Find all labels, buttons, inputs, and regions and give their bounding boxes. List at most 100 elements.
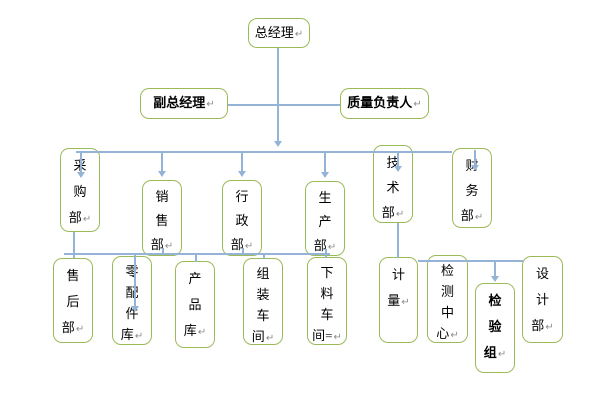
node-label: 零	[125, 264, 139, 279]
assembly-workshop-label-line: 装	[256, 284, 269, 305]
purchasing-dept-label-line: 购	[73, 179, 86, 205]
spare-parts-warehouse-label-line: 零	[125, 261, 138, 282]
connector-arrow-stem	[241, 152, 243, 172]
node-label: 政	[235, 213, 249, 228]
arrow-down-icon	[273, 141, 282, 147]
node-label: 生	[318, 190, 332, 205]
quality-leader-box[interactable]: 质量负责人↵	[340, 88, 429, 119]
paragraph-mark-icon: ↵	[197, 327, 207, 338]
node-label: 销	[155, 189, 169, 204]
paragraph-mark-icon: ↵	[206, 98, 215, 110]
node-label: 验	[488, 319, 502, 334]
connector-line	[73, 232, 75, 258]
testing-center-label-line: 测	[441, 281, 454, 302]
arrow-down-icon	[490, 276, 499, 282]
arrow-down-icon	[130, 306, 139, 312]
node-label: 计	[391, 267, 405, 282]
inspection-team-box[interactable]: 检验组↵	[475, 283, 515, 373]
sales-dept-label-line: 部↵	[151, 233, 173, 259]
design-dept-box[interactable]: 设计部↵	[522, 256, 563, 343]
cutting-workshop-label-line: 料	[320, 283, 333, 304]
product-warehouse-box[interactable]: 产品库↵	[175, 261, 215, 348]
technology-dept-label-line: 术	[386, 175, 399, 200]
finance-dept-box[interactable]: 财务部↵	[452, 148, 492, 228]
sales-dept-box[interactable]: 销售部↵	[142, 180, 182, 256]
assembly-workshop-label-line: 间↵	[252, 326, 274, 349]
metrology-room-box[interactable]: 计量↵	[379, 257, 418, 343]
node-label: 车	[256, 308, 270, 323]
technology-dept-label-line: 部↵	[382, 200, 404, 227]
after-sales-dept-box[interactable]: 售后部↵	[53, 258, 93, 343]
node-label: 部	[313, 238, 327, 253]
admin-dept-box[interactable]: 行政部↵	[222, 180, 262, 256]
node-label: 装	[256, 287, 270, 302]
connector-line	[76, 151, 452, 153]
node-label: 部	[381, 205, 395, 220]
node-label: 产	[318, 214, 332, 229]
paragraph-mark-icon: ↵	[134, 331, 144, 342]
node-label: 部	[460, 208, 474, 223]
node-label: 行	[235, 189, 249, 204]
deputy-general-manager-label-line: 副总经理↵	[153, 89, 214, 119]
admin-dept-label-line: 政	[235, 209, 248, 233]
node-label: 组	[483, 345, 497, 360]
node-label: 测	[440, 284, 454, 299]
connector-line	[162, 248, 164, 254]
general-manager-box[interactable]: 总经理↵	[248, 18, 310, 48]
node-label: 后	[66, 294, 80, 309]
assembly-workshop-box[interactable]: 组装车间↵	[243, 258, 283, 345]
connector-line	[263, 253, 265, 259]
connector-line	[325, 249, 327, 258]
paragraph-mark-icon: ↵	[294, 28, 304, 40]
node-label: 心	[436, 326, 450, 341]
arrow-down-icon	[237, 171, 246, 177]
node-label: 采	[73, 158, 86, 173]
connector-line	[64, 253, 330, 255]
paragraph-mark-icon: ↵	[413, 98, 422, 110]
node-label: 车	[320, 307, 334, 322]
node-label: 料	[320, 286, 334, 301]
testing-center-label-line: 心↵	[436, 323, 458, 346]
connector-line	[228, 104, 340, 106]
purchasing-dept-label-line: 部↵	[69, 205, 91, 233]
testing-center-box[interactable]: 检测中心↵	[427, 255, 468, 343]
inspection-team-label-line: 检	[488, 288, 501, 314]
node-label: 中	[440, 305, 454, 320]
node-label: 部	[61, 320, 75, 335]
testing-center-label-line: 中	[441, 302, 454, 323]
connector-arrow-stem	[494, 261, 496, 277]
paragraph-mark-icon: ↵	[401, 297, 410, 308]
paragraph-mark-icon: ↵	[545, 322, 554, 333]
node-label: 检	[488, 293, 502, 308]
design-dept-label-line: 设	[536, 261, 549, 287]
node-label: 品	[188, 297, 202, 312]
node-label: 总经理	[254, 24, 294, 40]
cutting-workshop-box[interactable]: 下料车间=↵	[307, 257, 347, 345]
testing-center-label-line: 检	[441, 260, 454, 281]
node-label: 下	[320, 265, 334, 280]
purchasing-dept-label-line: 采	[73, 153, 86, 179]
node-label: 库	[120, 327, 134, 342]
metrology-room-label-line: 量↵	[387, 288, 409, 316]
metrology-room-label-line: 计	[392, 262, 405, 288]
finance-dept-label-line: 务	[465, 178, 478, 203]
deputy-general-manager-box[interactable]: 副总经理↵	[140, 88, 228, 119]
paragraph-mark-icon: ↵	[164, 241, 174, 252]
connector-line	[418, 260, 523, 262]
paragraph-mark-icon: ↵	[75, 324, 85, 335]
node-label: 副总经理	[153, 94, 206, 110]
connector-arrow-stem	[161, 152, 163, 172]
spare-parts-warehouse-box[interactable]: 零配件库↵	[112, 256, 152, 345]
sales-dept-label-line: 销	[155, 185, 168, 209]
production-dept-box[interactable]: 生产部↵	[305, 181, 345, 256]
connector-arrow-stem	[397, 152, 399, 167]
paragraph-mark-icon: ↵	[82, 214, 92, 225]
node-label: 部	[230, 237, 244, 252]
connector-arrow-stem	[80, 152, 82, 173]
node-label: 售	[155, 213, 169, 228]
connector-line	[242, 248, 244, 254]
paragraph-mark-icon: ↵	[497, 349, 507, 360]
technology-dept-box[interactable]: 技术部↵	[373, 145, 413, 223]
paragraph-mark-icon: ↵	[265, 333, 275, 344]
